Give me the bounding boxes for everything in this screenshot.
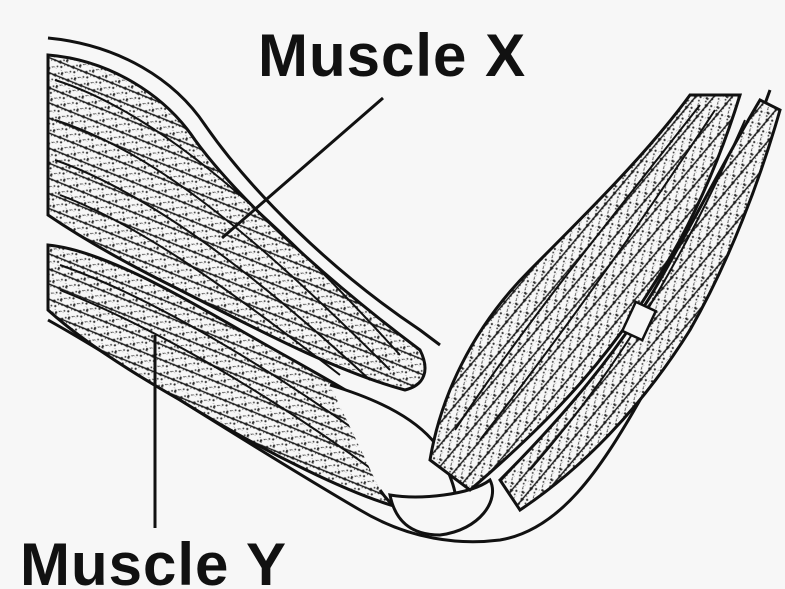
muscle-y-label: Muscle Y (20, 535, 287, 589)
muscle-x-label: Muscle X (258, 26, 526, 86)
muscle-x-leader-line (222, 98, 383, 238)
